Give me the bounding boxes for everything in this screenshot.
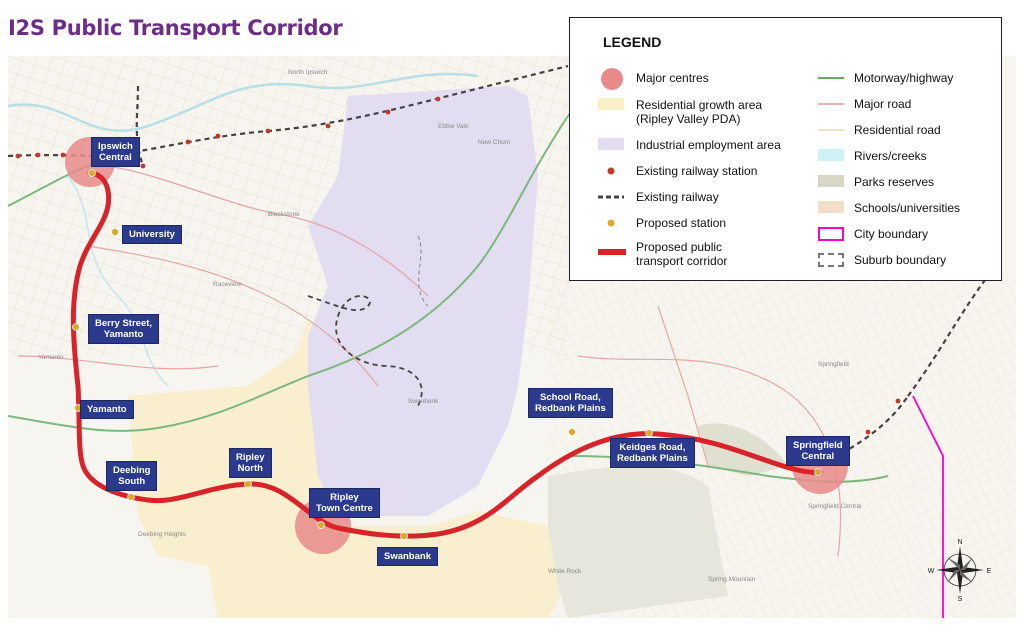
river	[8, 72, 479, 132]
map-legend: LEGEND Major centres Residential growth …	[569, 17, 1002, 281]
station-label-keidges-road[interactable]: Keidges Road, Redbank Plains	[610, 438, 695, 468]
rivers-swatch	[818, 149, 844, 161]
station-label-ipswich-central[interactable]: Ipswich Central	[91, 137, 140, 167]
major-road-swatch	[818, 103, 844, 105]
place-name: Blackstone	[268, 211, 300, 218]
station-label-springfield-central[interactable]: Springfield Central	[786, 436, 850, 466]
residential-growth-area	[128, 318, 560, 618]
existing-railway-stations	[15, 96, 901, 435]
proposed-corridor-swatch	[598, 249, 626, 255]
proposed-station-school-road	[568, 428, 576, 436]
suburb-boundary-swatch	[818, 253, 844, 267]
suburb-boundary	[417, 235, 429, 307]
parks-reserve-area	[698, 423, 788, 476]
station-label-ripley-town-centre[interactable]: Ripley Town Centre	[309, 488, 380, 518]
proposed-station-swatch	[607, 219, 615, 227]
proposed-stations	[72, 169, 822, 540]
city-boundary-swatch	[818, 227, 844, 241]
place-name: Springfield Central	[808, 503, 862, 510]
major-road	[577, 355, 842, 557]
proposed-station-ripley-town-centre	[317, 521, 325, 529]
place-name: Spring Mountain	[708, 576, 756, 583]
industrial-employment-area	[308, 86, 538, 516]
proposed-station-ripley-north	[244, 480, 252, 488]
residential-swatch	[598, 98, 624, 110]
proposed-station-ipswich	[88, 169, 96, 177]
parks-reserve-area	[548, 466, 728, 618]
station-label-school-road[interactable]: School Road, Redbank Plains	[528, 388, 613, 418]
major-road	[107, 165, 429, 297]
station-label-yamanto[interactable]: Yamanto	[80, 400, 134, 419]
place-name: Raceview	[213, 281, 241, 288]
proposed-station-keidges-road	[645, 429, 653, 437]
schools-swatch	[818, 201, 844, 213]
place-name: Ebbw Vale	[438, 123, 469, 130]
place-name: White Rock	[548, 568, 582, 575]
proposed-station-springfield	[814, 468, 822, 476]
place-name: New Chum	[478, 139, 510, 146]
place-name: Springfield	[818, 361, 849, 368]
place-name: North Ipswich	[288, 69, 328, 76]
place-name: Deebing Heights	[138, 531, 187, 538]
motorway-swatch	[818, 77, 844, 79]
compass-s: S	[958, 596, 963, 602]
legend-title: LEGEND	[603, 34, 662, 50]
compass-e: E	[987, 568, 992, 575]
industrial-swatch	[598, 138, 624, 150]
place-name: Yamanto	[38, 354, 64, 361]
major-road	[87, 245, 379, 387]
proposed-station-swanbank	[400, 532, 408, 540]
station-label-university[interactable]: University	[122, 225, 182, 244]
compass-w: W	[928, 568, 935, 575]
place-name: Swanbank	[408, 398, 439, 405]
existing-station-swatch	[607, 167, 615, 175]
major-centre-swatch	[601, 68, 623, 90]
station-label-ripley-north[interactable]: Ripley North	[229, 448, 272, 478]
station-label-deebing-south[interactable]: Deebing South	[106, 461, 158, 491]
motorway	[8, 56, 649, 432]
compass-rose-icon: N S W E	[928, 539, 992, 602]
city-boundary	[912, 395, 944, 618]
compass-n: N	[957, 539, 962, 546]
existing-railway-swatch	[598, 195, 624, 199]
proposed-station-berry-street	[72, 323, 80, 331]
station-label-berry-street[interactable]: Berry Street, Yamanto	[88, 314, 160, 344]
residential-road-swatch	[818, 129, 844, 131]
creek	[67, 175, 169, 387]
proposed-station-university	[111, 228, 119, 236]
major-road	[17, 355, 219, 370]
parks-swatch	[818, 175, 844, 187]
page-title: I2S Public Transport Corridor	[8, 16, 343, 40]
station-label-swanbank[interactable]: Swanbank	[377, 547, 438, 566]
proposed-station-deebing-south	[127, 493, 135, 501]
